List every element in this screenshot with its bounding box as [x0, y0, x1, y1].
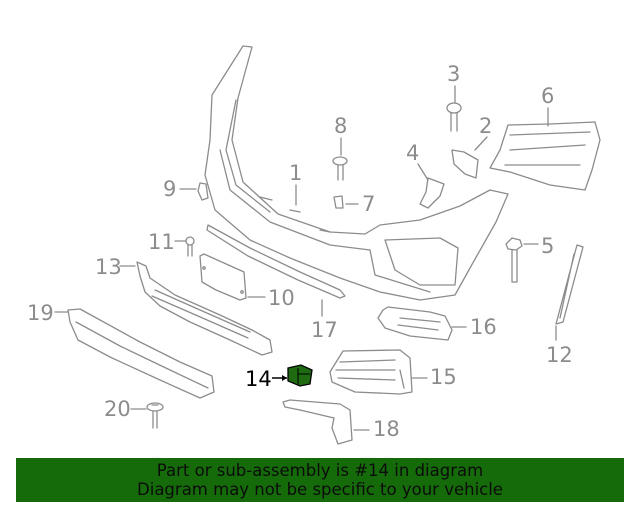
- callout-15[interactable]: 15: [430, 365, 457, 389]
- trim-part-12[interactable]: [555, 244, 584, 325]
- callout-5[interactable]: 5: [541, 234, 555, 258]
- callout-20[interactable]: 20: [104, 397, 131, 421]
- bolt-part-5[interactable]: [505, 237, 523, 283]
- info-banner: Part or sub-assembly is #14 in diagram D…: [16, 458, 624, 502]
- callout-14[interactable]: 14: [245, 367, 272, 391]
- callout-18[interactable]: 18: [373, 417, 400, 441]
- callout-11[interactable]: 11: [148, 230, 175, 254]
- bracket-part-4[interactable]: [419, 177, 445, 209]
- screw-part-3[interactable]: [446, 102, 462, 132]
- lower-grille-part-13[interactable]: [136, 261, 273, 356]
- grille-part-19[interactable]: [67, 308, 215, 399]
- grille-insert-part-15[interactable]: [329, 349, 413, 395]
- trim-part-18[interactable]: [282, 399, 353, 445]
- banner-line-2: Diagram may not be specific to your vehi…: [137, 480, 503, 499]
- callout-6[interactable]: 6: [541, 84, 555, 108]
- callout-3[interactable]: 3: [447, 62, 461, 86]
- callout-10[interactable]: 10: [268, 286, 295, 310]
- bumper-cover-part-1[interactable]: [204, 45, 509, 301]
- bracket-part-2[interactable]: [451, 149, 479, 179]
- banner-line-1: Part or sub-assembly is #14 in diagram: [156, 461, 484, 480]
- clip-part-7[interactable]: [333, 195, 344, 209]
- cover-part-9[interactable]: [197, 182, 209, 201]
- bracket-part-6[interactable]: [489, 121, 601, 191]
- highlighted-part-14[interactable]: [272, 364, 313, 387]
- callout-12[interactable]: 12: [546, 343, 573, 367]
- trim-strip-part-17[interactable]: [206, 224, 346, 299]
- leader-lines: [54, 85, 557, 431]
- screw-part-11[interactable]: [185, 236, 195, 257]
- screw-part-8[interactable]: [332, 156, 348, 181]
- callout-4[interactable]: 4: [406, 141, 420, 165]
- callout-8[interactable]: 8: [334, 114, 348, 138]
- callout-19[interactable]: 19: [27, 301, 54, 325]
- license-bracket-part-10[interactable]: [199, 253, 247, 301]
- callout-13[interactable]: 13: [95, 255, 122, 279]
- vent-part-16[interactable]: [377, 306, 453, 341]
- callout-2[interactable]: 2: [479, 114, 493, 138]
- callout-16[interactable]: 16: [470, 315, 497, 339]
- callout-7[interactable]: 7: [362, 192, 376, 216]
- callout-9[interactable]: 9: [163, 177, 177, 201]
- bolt-part-20[interactable]: [146, 402, 164, 429]
- callout-1[interactable]: 1: [289, 161, 303, 185]
- callout-17[interactable]: 17: [311, 318, 338, 342]
